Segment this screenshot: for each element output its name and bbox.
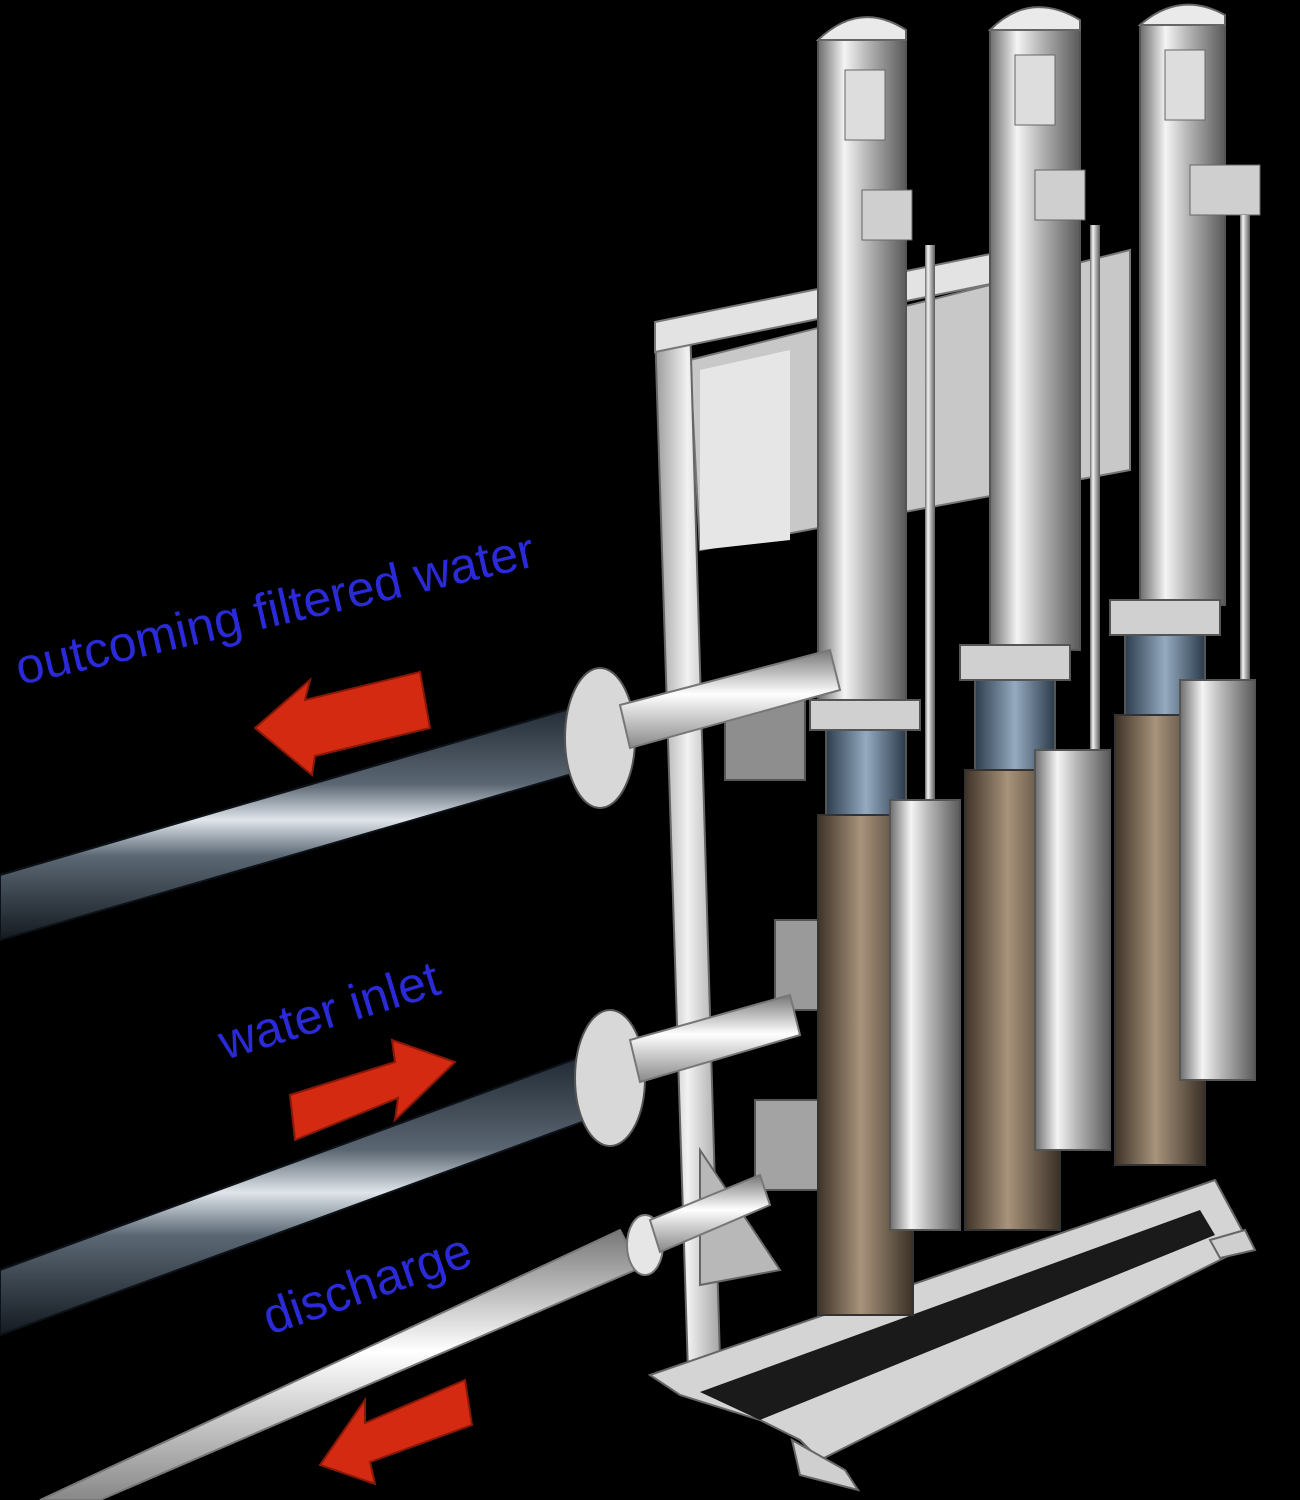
discharge-arrow-left-icon [318,1378,474,1486]
filter-column-2 [959,6,1111,1231]
filter-column-1 [809,16,961,1316]
filter-column-3 [1109,3,1261,1166]
outlet-pipe [0,648,842,942]
inlet-arrow-right-icon [288,1038,457,1142]
outlet-label: outcoming filtered water [10,522,540,696]
outlet-arrow-left-icon [253,670,432,777]
discharge-pipe [39,1173,772,1500]
inlet-pipe [0,993,802,1337]
